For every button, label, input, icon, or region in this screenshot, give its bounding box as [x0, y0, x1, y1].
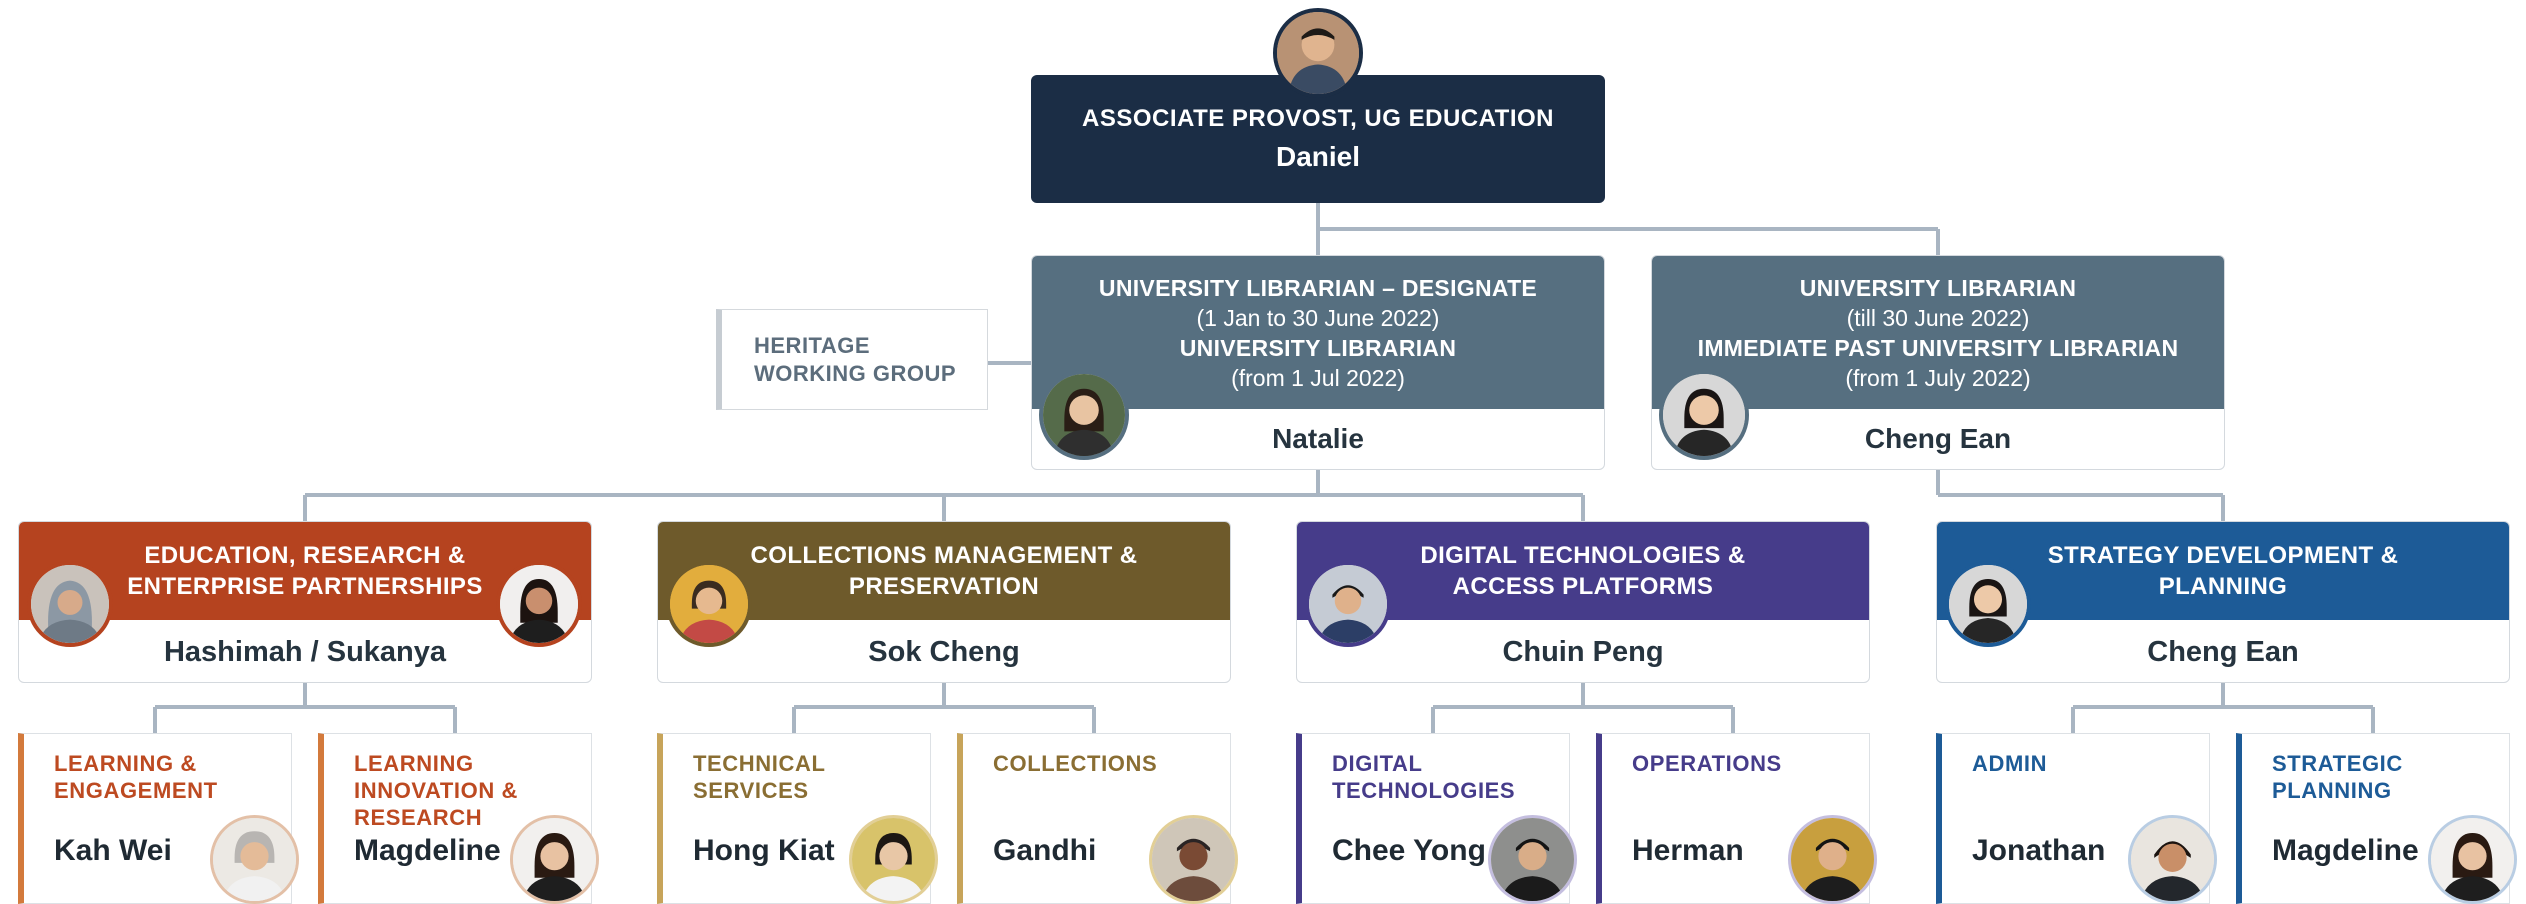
- avatar-sukanya: [496, 561, 582, 647]
- division-title-line: ACCESS PLATFORMS: [1452, 573, 1714, 600]
- unit-head-name: Gandhi: [993, 834, 1097, 867]
- librarian-role: IMMEDIATE PAST UNIVERSITY LIBRARIAN: [1697, 334, 2179, 361]
- unit-head-name: Magdeline: [2272, 834, 2419, 867]
- unit-title: ADMIN: [1972, 751, 2048, 776]
- heritage-line-1: HERITAGE: [754, 332, 871, 358]
- avatar-gandhi: [1149, 815, 1238, 904]
- division-header: DIGITAL TECHNOLOGIES & ACCESS PLATFORMS: [1297, 522, 1869, 620]
- unit-title: COLLECTIONS: [993, 751, 1158, 776]
- avatar-natalie: [1039, 370, 1129, 460]
- division-box-collections: COLLECTIONS MANAGEMENT & PRESERVATION So…: [657, 521, 1231, 683]
- unit-head-name: Magdeline: [354, 834, 501, 867]
- division-head-name: Sok Cheng: [868, 635, 1020, 668]
- avatar-hashimah: [27, 561, 113, 647]
- librarian-header: UNIVERSITY LIBRARIAN – DESIGNATE (1 Jan …: [1032, 256, 1604, 409]
- division-title-line: DIGITAL TECHNOLOGIES &: [1420, 542, 1746, 569]
- unit-title: LEARNING &ENGAGEMENT: [54, 751, 218, 803]
- division-header: STRATEGY DEVELOPMENT & PLANNING: [1937, 522, 2509, 620]
- unit-box-operations: OPERATIONS Herman: [1596, 733, 1870, 904]
- librarian-period: (1 Jan to 30 June 2022): [1196, 304, 1440, 331]
- division-title-line: STRATEGY DEVELOPMENT &: [2047, 542, 2399, 569]
- division-title-line: PRESERVATION: [848, 573, 1040, 600]
- librarian-period: (till 30 June 2022): [1846, 304, 2030, 331]
- division-title-line: EDUCATION, RESEARCH &: [144, 542, 466, 569]
- division-head-name: Chuin Peng: [1502, 635, 1664, 668]
- librarian-role: UNIVERSITY LIBRARIAN – DESIGNATE: [1098, 274, 1538, 301]
- librarian-period: (from 1 July 2022): [1845, 364, 2031, 391]
- unit-head-name: Herman: [1632, 834, 1744, 867]
- unit-head-name: Kah Wei: [54, 834, 172, 867]
- division-head-name: Cheng Ean: [2147, 635, 2299, 668]
- avatar-chee-yong: [1488, 815, 1577, 904]
- librarian-role: UNIVERSITY LIBRARIAN: [1799, 274, 2077, 301]
- avatar-daniel: [1273, 8, 1363, 98]
- unit-head-name: Jonathan: [1972, 834, 2106, 867]
- librarian-name: Cheng Ean: [1864, 423, 2012, 454]
- avatar-kah-wei: [210, 815, 299, 904]
- division-head-name: Hashimah / Sukanya: [163, 635, 447, 668]
- avatar-cheng-ean-strategy: [1945, 561, 2031, 647]
- division-box-digital-technologies: DIGITAL TECHNOLOGIES & ACCESS PLATFORMS …: [1296, 521, 1870, 683]
- division-title-line: COLLECTIONS MANAGEMENT &: [750, 542, 1138, 569]
- executive-title: ASSOCIATE PROVOST, UG EDUCATION: [1082, 105, 1554, 132]
- heritage-line-2: WORKING GROUP: [754, 360, 957, 386]
- avatar-cheng-ean: [1659, 370, 1749, 460]
- division-title-line: PLANNING: [2158, 573, 2288, 600]
- librarian-box-natalie: UNIVERSITY LIBRARIAN – DESIGNATE (1 Jan …: [1031, 255, 1605, 470]
- librarian-header: UNIVERSITY LIBRARIAN (till 30 June 2022)…: [1652, 256, 2224, 409]
- unit-head-name: Hong Kiat: [693, 834, 835, 867]
- avatar-chuin-peng: [1305, 561, 1391, 647]
- division-header: COLLECTIONS MANAGEMENT & PRESERVATION: [658, 522, 1230, 620]
- librarian-name: Natalie: [1272, 423, 1364, 454]
- unit-head-name: Chee Yong: [1332, 834, 1486, 867]
- avatar-jonathan: [2128, 815, 2217, 904]
- executive-name: Daniel: [1275, 141, 1361, 172]
- avatar-herman: [1788, 815, 1877, 904]
- librarian-period: (from 1 Jul 2022): [1231, 364, 1405, 391]
- unit-title: OPERATIONS: [1632, 751, 1782, 776]
- librarian-role: UNIVERSITY LIBRARIAN: [1179, 334, 1457, 361]
- division-header: EDUCATION, RESEARCH & ENTERPRISE PARTNER…: [19, 522, 591, 620]
- division-box-strategy: STRATEGY DEVELOPMENT & PLANNING Cheng Ea…: [1936, 521, 2510, 683]
- avatar-sok-cheng: [666, 561, 752, 647]
- librarian-box-cheng-ean: UNIVERSITY LIBRARIAN (till 30 June 2022)…: [1651, 255, 2225, 470]
- avatar-magdeline-strategic: [2428, 815, 2517, 904]
- division-title-line: ENTERPRISE PARTNERSHIPS: [127, 573, 483, 600]
- heritage-working-group-box: HERITAGE WORKING GROUP: [716, 309, 988, 410]
- avatar-magdeline-innovation: [510, 815, 599, 904]
- avatar-hong-kiat: [849, 815, 938, 904]
